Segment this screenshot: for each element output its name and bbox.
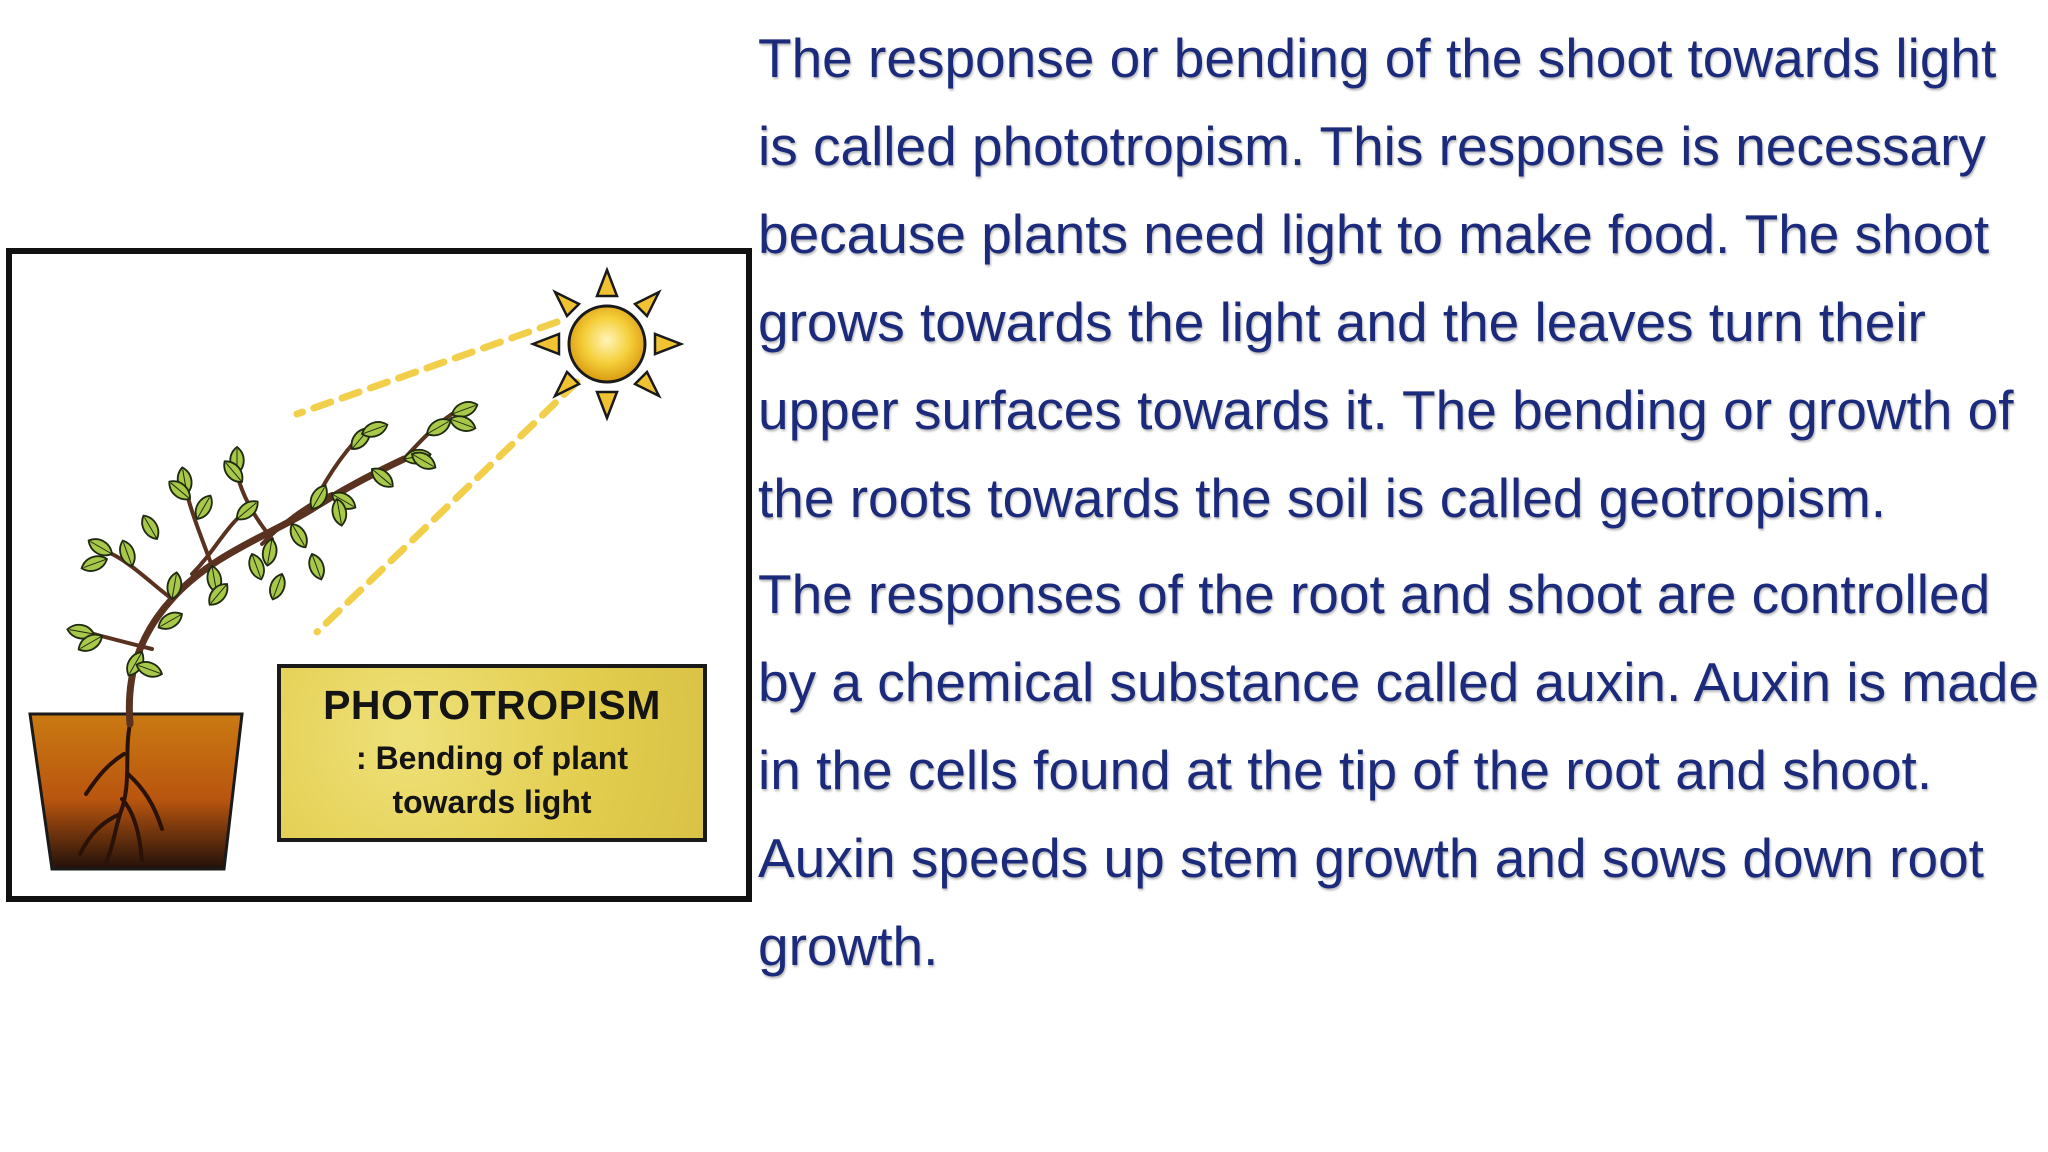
label-title: PHOTOTROPISM (323, 682, 661, 728)
paragraph-phototropism: The response or bending of the shoot tow… (758, 27, 2014, 529)
phototropism-illustration (28, 266, 685, 871)
sun-icon (529, 266, 685, 422)
flower-pot-icon (28, 712, 244, 871)
phototropism-label-box: PHOTOTROPISM : Bending of plant towards … (277, 664, 707, 842)
label-subtitle: : Bending of plant towards light (356, 740, 628, 820)
light-rays (293, 318, 581, 636)
plant-icon (65, 397, 481, 728)
body-text: The response or bending of the shoot tow… (758, 14, 2048, 990)
paragraph-auxin: The responses of the root and shoot are … (758, 563, 2039, 977)
phototropism-figure: PHOTOTROPISM : Bending of plant towards … (6, 248, 752, 902)
